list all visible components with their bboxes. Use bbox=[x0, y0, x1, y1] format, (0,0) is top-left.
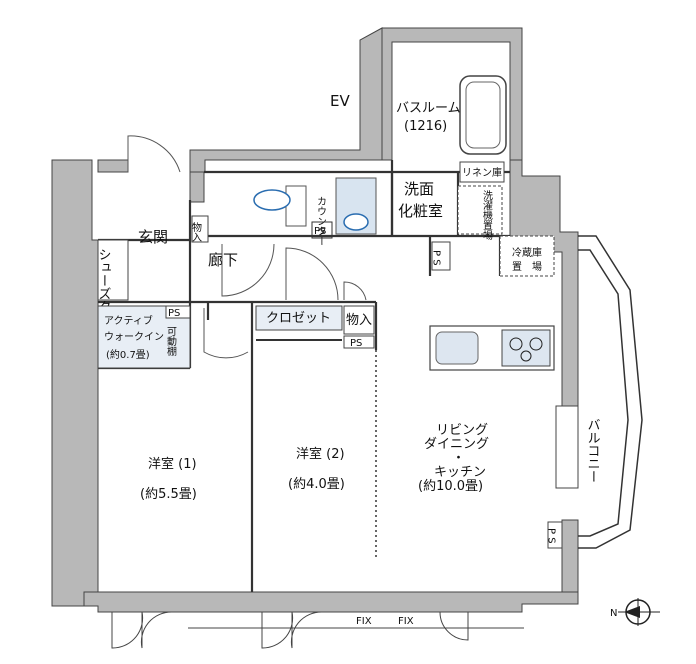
fridge-line1: 冷蔵庫 bbox=[512, 246, 542, 259]
kitchen-counter bbox=[429, 325, 555, 371]
walkin-line1: アクティブ bbox=[104, 314, 153, 327]
walkin-line2: ウォークイン bbox=[104, 331, 164, 343]
bedroom2-name: 洋室 (2) bbox=[296, 446, 345, 462]
counter-label: カウンター bbox=[315, 196, 327, 246]
bedroom2-size: (約4.0畳) bbox=[288, 477, 345, 492]
structural-walls bbox=[51, 27, 579, 613]
fix-label-1: FIX bbox=[356, 616, 372, 627]
entrance-label: 玄関 bbox=[138, 228, 168, 246]
ldk-line4: キッチン bbox=[434, 465, 486, 480]
ldk-line3: ・ bbox=[452, 451, 465, 466]
ps-upper-label: PS bbox=[314, 226, 326, 237]
bedroom1-size: (約5.5畳) bbox=[140, 487, 197, 502]
ldk-line1: リビング bbox=[436, 423, 488, 438]
hallway-label: 廊下 bbox=[208, 251, 238, 269]
balcony-outline bbox=[578, 235, 643, 549]
powder-room-line1: 洗面 bbox=[404, 180, 434, 198]
bottom-windows[interactable] bbox=[111, 611, 524, 649]
bathroom-name: バスルーム bbox=[396, 101, 461, 116]
balcony-label: バルコニー bbox=[585, 418, 601, 483]
fix-label-2: FIX bbox=[398, 616, 414, 627]
toilet bbox=[253, 185, 307, 227]
entry-storage-label: 物入 bbox=[190, 221, 202, 242]
ldk-line2: ダイニング bbox=[424, 437, 489, 452]
walkin-ps: PS bbox=[168, 308, 180, 319]
fridge-line2: 置 場 bbox=[512, 260, 542, 273]
entrance-door[interactable] bbox=[127, 135, 181, 173]
balcony-ps: P S bbox=[546, 528, 557, 544]
hallway-doors[interactable] bbox=[203, 243, 367, 359]
ldk-ps: P S bbox=[431, 250, 442, 266]
bathtub bbox=[459, 75, 507, 155]
movable-shelf-label: 可動棚 bbox=[165, 326, 177, 357]
closet-label: クロゼット bbox=[266, 311, 331, 326]
bedroom1-name: 洋室 (1) bbox=[148, 456, 197, 472]
linen-label: リネン庫 bbox=[462, 166, 502, 179]
compass-icon bbox=[618, 598, 660, 626]
compass-north: N bbox=[610, 608, 617, 619]
closet-ps: PS bbox=[350, 338, 362, 349]
ldk-size: (約10.0畳) bbox=[418, 479, 483, 494]
bedroom-storage-label: 物入 bbox=[346, 313, 372, 328]
powder-room-line2: 化粧室 bbox=[398, 202, 443, 220]
vanity-sink bbox=[335, 177, 377, 235]
bathroom-size: (1216) bbox=[404, 119, 447, 134]
walkin-size: (約0.7畳) bbox=[106, 348, 150, 361]
washer-label: 洗濯機置場 bbox=[481, 190, 493, 241]
elevator-label: EV bbox=[330, 92, 350, 110]
